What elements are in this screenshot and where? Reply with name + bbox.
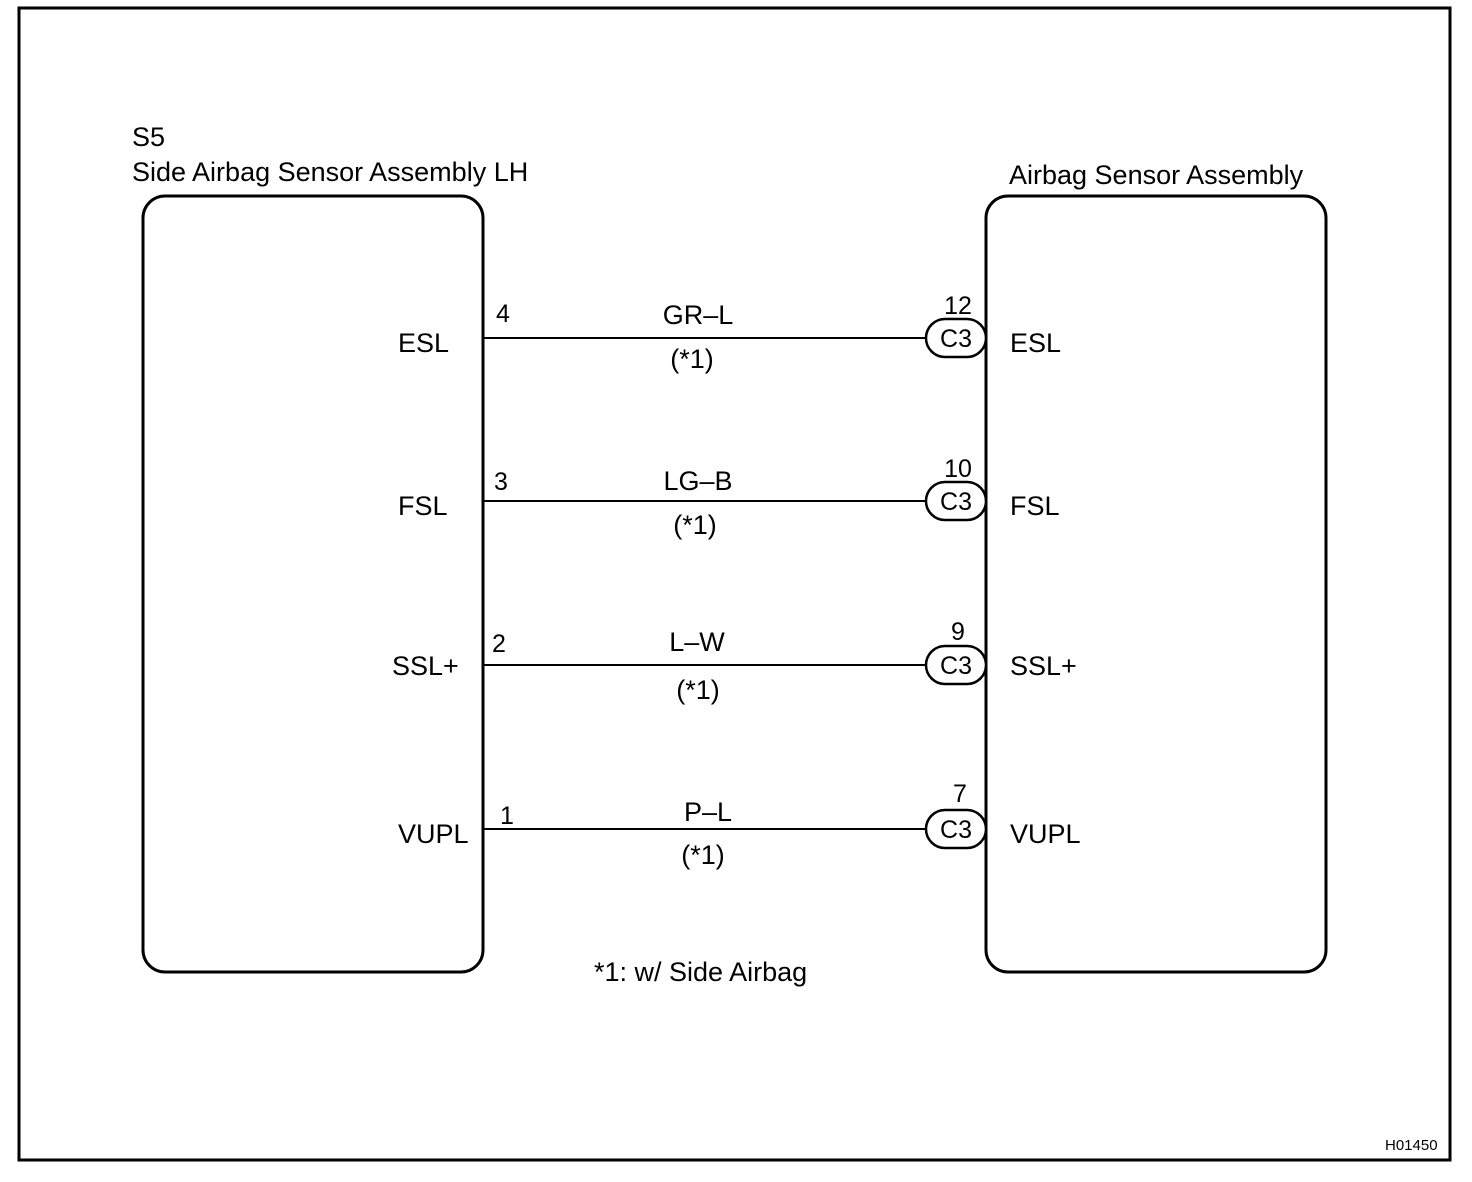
wire-note: (*1) <box>681 840 725 870</box>
left-pin-number: 3 <box>494 468 508 496</box>
right-pin-number: 7 <box>953 780 967 808</box>
wire-color-code: LG–B <box>663 466 732 496</box>
left-component-code: S5 <box>132 122 165 152</box>
diagram-frame <box>17 6 1452 1162</box>
left-component-box <box>141 194 485 974</box>
right-terminal-label: ESL <box>1010 328 1061 358</box>
wire-note: (*1) <box>673 510 717 540</box>
connector-oval <box>924 644 988 686</box>
connector-oval <box>924 808 988 850</box>
connector-label: C3 <box>940 488 972 516</box>
right-pin-number: 10 <box>944 455 972 483</box>
left-terminal-label: SSL+ <box>392 651 459 681</box>
right-component-box <box>984 194 1328 974</box>
right-pin-number: 12 <box>944 292 972 320</box>
right-component-name: Airbag Sensor Assembly <box>1009 160 1304 190</box>
left-terminal-label: VUPL <box>398 819 469 849</box>
left-terminal-label: ESL <box>398 328 449 358</box>
left-terminal-label: FSL <box>398 491 448 521</box>
wire-color-code: L–W <box>669 627 725 657</box>
left-pin-number: 2 <box>492 630 506 658</box>
connector-oval <box>924 317 988 359</box>
wire-note: (*1) <box>670 344 714 374</box>
footnote: *1: w/ Side Airbag <box>594 957 807 987</box>
wire-vupl: VUPL 1 P–L (*1) 7 C3 VUPL <box>398 780 1081 870</box>
wire-ssl-plus: SSL+ 2 L–W (*1) 9 C3 SSL+ <box>392 618 1077 705</box>
wire-note: (*1) <box>676 675 720 705</box>
wire-esl: ESL 4 GR–L (*1) 12 C3 ESL <box>398 292 1061 374</box>
left-pin-number: 1 <box>500 802 514 830</box>
right-terminal-label: FSL <box>1010 491 1060 521</box>
right-pin-number: 9 <box>951 618 965 646</box>
connector-label: C3 <box>940 652 972 680</box>
left-component-name: Side Airbag Sensor Assembly LH <box>132 157 528 187</box>
figure-id: H01450 <box>1385 1137 1438 1154</box>
connector-label: C3 <box>940 325 972 353</box>
right-terminal-label: SSL+ <box>1010 651 1077 681</box>
wire-color-code: GR–L <box>663 300 734 330</box>
wire-color-code: P–L <box>684 797 732 827</box>
connector-oval <box>924 480 988 522</box>
right-terminal-label: VUPL <box>1010 819 1081 849</box>
wire-fsl: FSL 3 LG–B (*1) 10 C3 FSL <box>398 455 1060 540</box>
left-pin-number: 4 <box>496 300 510 328</box>
connector-label: C3 <box>940 816 972 844</box>
